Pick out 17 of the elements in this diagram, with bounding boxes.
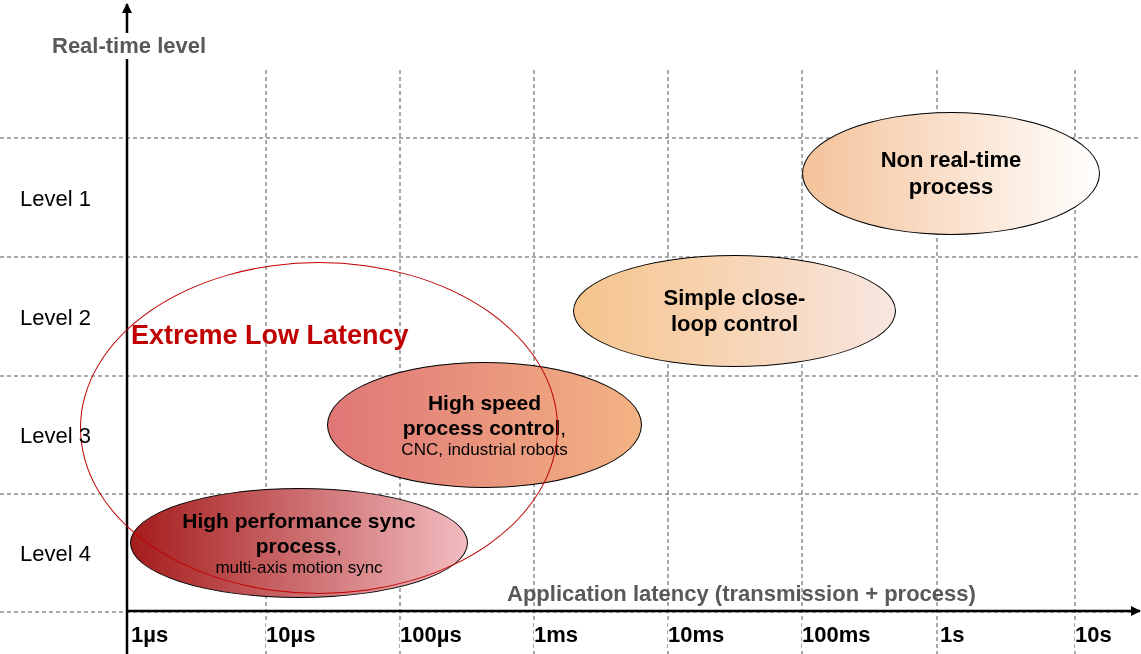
tick-label: 100µs xyxy=(400,622,462,648)
axis-title: Real-time level xyxy=(52,33,207,59)
category-title: Simple close-loop control xyxy=(662,284,807,338)
axis-title: Application latency (transmission + process) xyxy=(507,581,976,607)
level-label: Level 2 xyxy=(20,305,91,331)
tick-label: 100ms xyxy=(802,622,871,648)
category-examples: CNC, industrial robots xyxy=(401,440,568,461)
category-examples: multi-axis motion sync xyxy=(215,558,383,579)
category-title: Non real-time process xyxy=(879,147,1023,200)
tick-label: 10ms xyxy=(668,622,725,648)
highlight-label: Extreme Low Latency xyxy=(131,319,409,352)
level-label: Level 1 xyxy=(20,186,91,212)
level-label: Level 4 xyxy=(20,541,91,567)
tick-label: 10µs xyxy=(266,622,316,648)
category-title: High performance sync process, xyxy=(181,507,417,558)
tick-label: 1ms xyxy=(534,622,579,648)
tick-label: 10s xyxy=(1075,622,1112,648)
